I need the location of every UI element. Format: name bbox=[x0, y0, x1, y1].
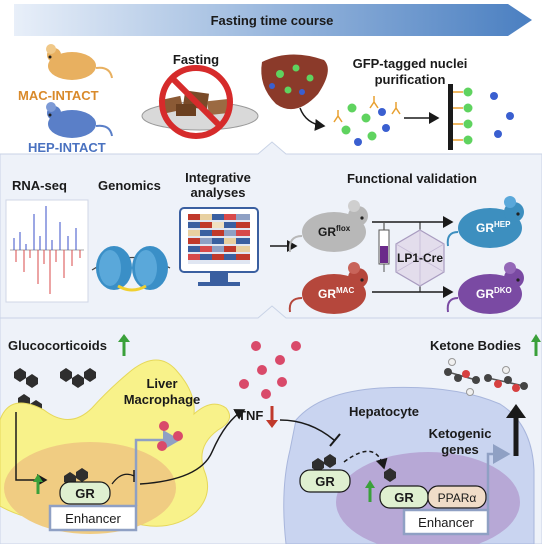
tnf-inhibit-line bbox=[279, 419, 335, 441]
glucocorticoid-up-arrow bbox=[118, 334, 130, 356]
ketone-molecules bbox=[444, 358, 528, 396]
cre-label: LP1-Cre bbox=[397, 251, 443, 265]
tnf-down-arrow bbox=[266, 406, 278, 428]
ppar-label: PPARα bbox=[438, 491, 477, 505]
grhep-mouse bbox=[446, 196, 524, 248]
tnf-secretion-arrow bbox=[139, 409, 246, 485]
ketone-bodies-label: Ketone Bodies bbox=[430, 338, 521, 353]
glucocorticoids-label: Glucocorticoids bbox=[8, 338, 107, 353]
monitor-heatmap-icon bbox=[179, 207, 259, 286]
nuclei-label-line2: purification bbox=[375, 72, 446, 87]
hep-gr-up-arrow bbox=[365, 480, 375, 502]
ketone-up-arrow bbox=[531, 334, 541, 356]
mac-transcription-arrow bbox=[134, 430, 181, 506]
grmac-mouse bbox=[288, 262, 368, 314]
hep-nuclear-gr-complex bbox=[379, 468, 487, 509]
grdko-label: GRDKO bbox=[476, 286, 512, 301]
hep-intact-label: HEP-INTACT bbox=[28, 140, 106, 155]
hep-cyto-gr-label: GR bbox=[315, 474, 335, 489]
macrophage-label-line1: Liver bbox=[146, 376, 177, 391]
nuclei-label-line1: GFP-tagged nuclei bbox=[353, 56, 468, 71]
grmac-label: GRMAC bbox=[318, 286, 354, 301]
macrophage-label-line2: Macrophage bbox=[124, 392, 201, 407]
time-course-banner: Fasting time course bbox=[14, 4, 532, 36]
hep-enhancer-label: Enhancer bbox=[418, 515, 474, 530]
hep-transcription-arrow bbox=[486, 444, 511, 510]
grflox-mouse bbox=[288, 200, 368, 253]
fasting-label: Fasting bbox=[173, 52, 219, 67]
ketogenic-label-line2: genes bbox=[441, 442, 479, 457]
bead-column bbox=[448, 84, 514, 150]
hep-nuclear-gr-label: GR bbox=[394, 490, 414, 505]
no-food-icon bbox=[141, 65, 259, 139]
hep-cyto-gr-complex bbox=[299, 454, 351, 493]
tnf-label: TNF bbox=[238, 408, 263, 423]
mac-gr-label: GR bbox=[75, 486, 95, 501]
hep-intact-mouse bbox=[46, 102, 113, 138]
tnf-dots bbox=[239, 341, 301, 399]
aav-capsid-icon bbox=[395, 229, 445, 287]
validation-label: Functional validation bbox=[347, 171, 477, 186]
grdko-mouse bbox=[446, 262, 524, 314]
hepatocyte-label: Hepatocyte bbox=[349, 404, 419, 419]
mac-gr-up-arrow bbox=[33, 474, 43, 494]
mac-intact-label: MAC-INTACT bbox=[18, 88, 99, 103]
mac-enhancer-box bbox=[48, 504, 138, 532]
tnf-inhibit-bar bbox=[329, 433, 341, 447]
ketone-production-arrow bbox=[506, 404, 526, 456]
syringe-icon bbox=[378, 222, 390, 272]
integrative-label-line1: Integrative bbox=[185, 170, 251, 185]
hep-enhancer-box bbox=[402, 508, 490, 536]
liver-icon bbox=[261, 54, 328, 110]
mac-enhancer-label: Enhancer bbox=[65, 511, 121, 526]
grflox-label: GRflox bbox=[318, 224, 351, 239]
mac-intact-mouse bbox=[46, 44, 113, 80]
mac-gr-complex bbox=[59, 468, 111, 505]
liver-to-nuclei-arrow bbox=[299, 107, 326, 131]
grhep-label: GRHEP bbox=[476, 220, 511, 235]
chromatin-icon bbox=[91, 246, 171, 292]
integrative-label-line2: analyses bbox=[191, 185, 246, 200]
ketogenic-label-line1: Ketogenic bbox=[429, 426, 492, 441]
rnaseq-label: RNA-seq bbox=[12, 178, 67, 193]
gr-translocation-arrow bbox=[343, 450, 388, 470]
mac-gr-inhibit-arc bbox=[111, 473, 135, 485]
nuclei-mixture bbox=[333, 96, 401, 146]
rnaseq-tracks-icon bbox=[5, 199, 89, 303]
genomics-label: Genomics bbox=[98, 178, 161, 193]
banner-label: Fasting time course bbox=[211, 13, 334, 28]
mac-tnf-dots bbox=[157, 421, 183, 451]
